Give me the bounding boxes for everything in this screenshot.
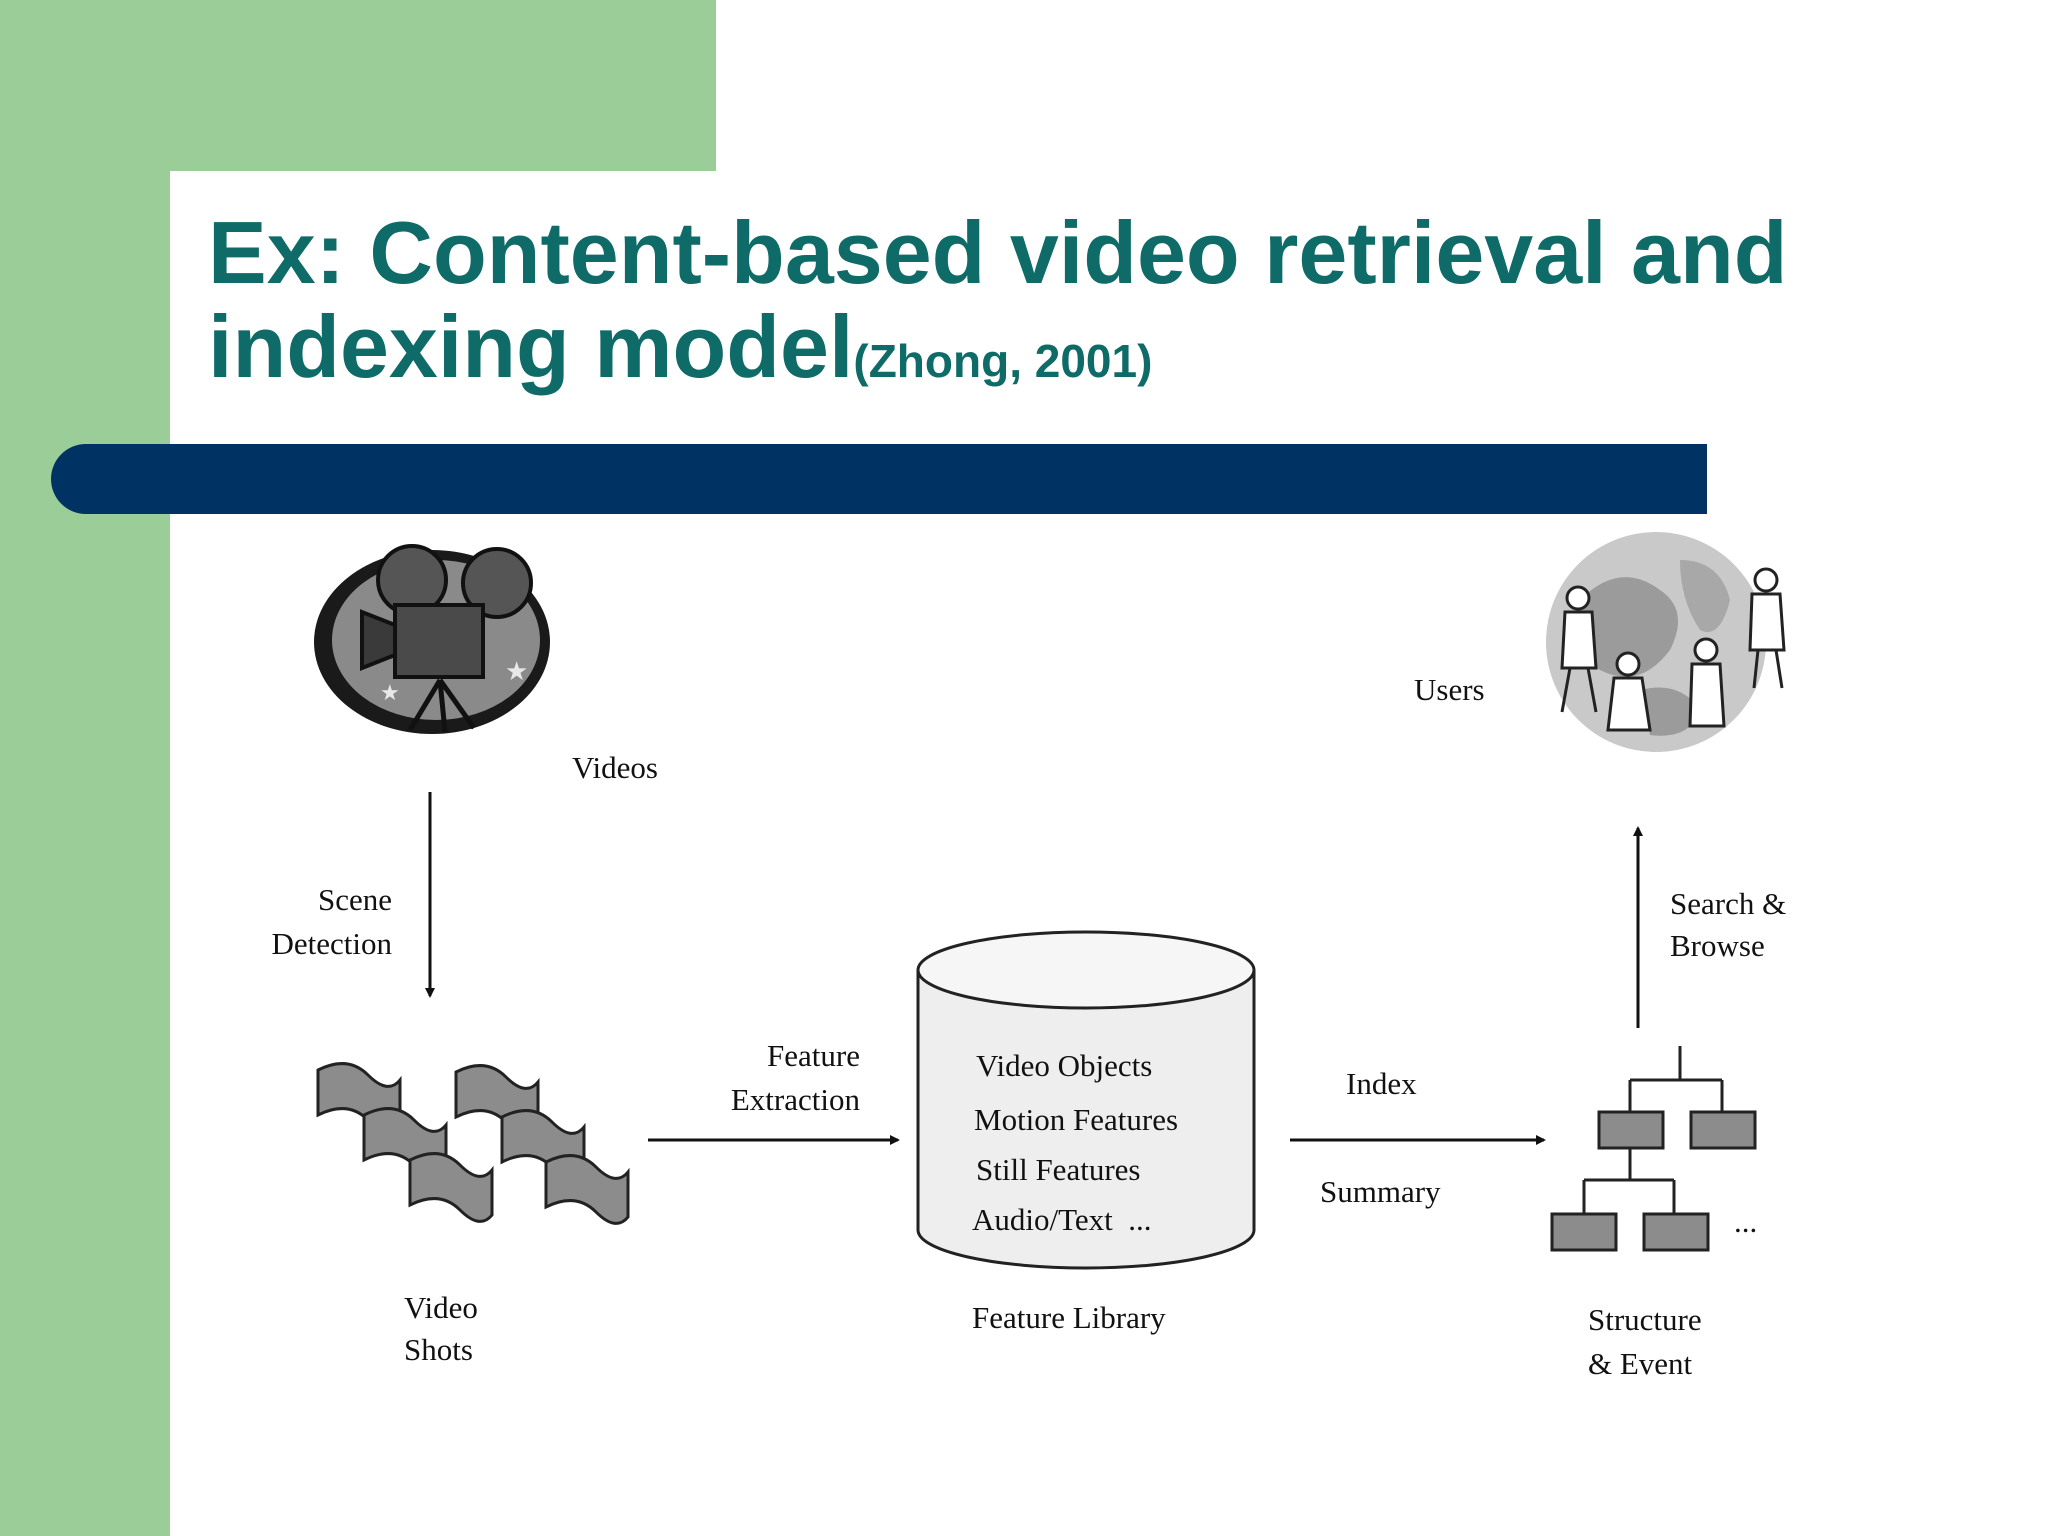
users-globe-icon	[1546, 532, 1786, 752]
database-cylinder-icon	[916, 930, 1256, 1270]
structure-ellipsis: ...	[1734, 1204, 1757, 1239]
title-main-text: Ex: Content-based video retrieval and in…	[208, 203, 1788, 396]
label-feature-extraction-line2: Extraction	[731, 1082, 861, 1117]
library-item: Still Features	[976, 1152, 1140, 1187]
label-feature-extraction-line1: Feature	[767, 1038, 860, 1073]
svg-text:★: ★	[505, 657, 528, 687]
title-underline-bar	[51, 444, 1707, 514]
video-camera-icon: ★ ★ ★ ★	[314, 544, 550, 734]
label-videos: Videos	[572, 750, 658, 785]
label-summary: Summary	[1320, 1174, 1441, 1209]
label-search-browse-line1: Search &	[1670, 886, 1786, 921]
label-index: Index	[1346, 1066, 1417, 1101]
label-video-shots-line1: Video	[404, 1290, 478, 1325]
library-item: Video Objects	[976, 1048, 1152, 1083]
slide-content-panel	[170, 171, 2048, 1536]
label-structure-event-line2: & Event	[1588, 1346, 1693, 1381]
library-item: Audio/Text ...	[972, 1202, 1152, 1237]
label-scene-detection-line1: Scene	[318, 882, 392, 917]
label-search-browse-line2: Browse	[1670, 928, 1765, 963]
library-item: Motion Features	[974, 1102, 1178, 1137]
film-strip-icon	[316, 1062, 630, 1225]
slide-title: Ex: Content-based video retrieval and in…	[208, 206, 2008, 408]
label-scene-detection-line2: Detection	[271, 926, 392, 961]
label-structure-event-line1: Structure	[1588, 1302, 1702, 1337]
label-users: Users	[1414, 672, 1485, 707]
green-top-band	[0, 0, 716, 171]
label-video-shots-line2: Shots	[404, 1332, 473, 1367]
svg-text:★: ★	[380, 681, 400, 706]
hierarchy-tree-icon	[1550, 1046, 1757, 1252]
title-citation: (Zhong, 2001)	[853, 335, 1153, 387]
label-feature-library: Feature Library	[972, 1300, 1166, 1335]
green-sidebar-band	[0, 0, 170, 1536]
